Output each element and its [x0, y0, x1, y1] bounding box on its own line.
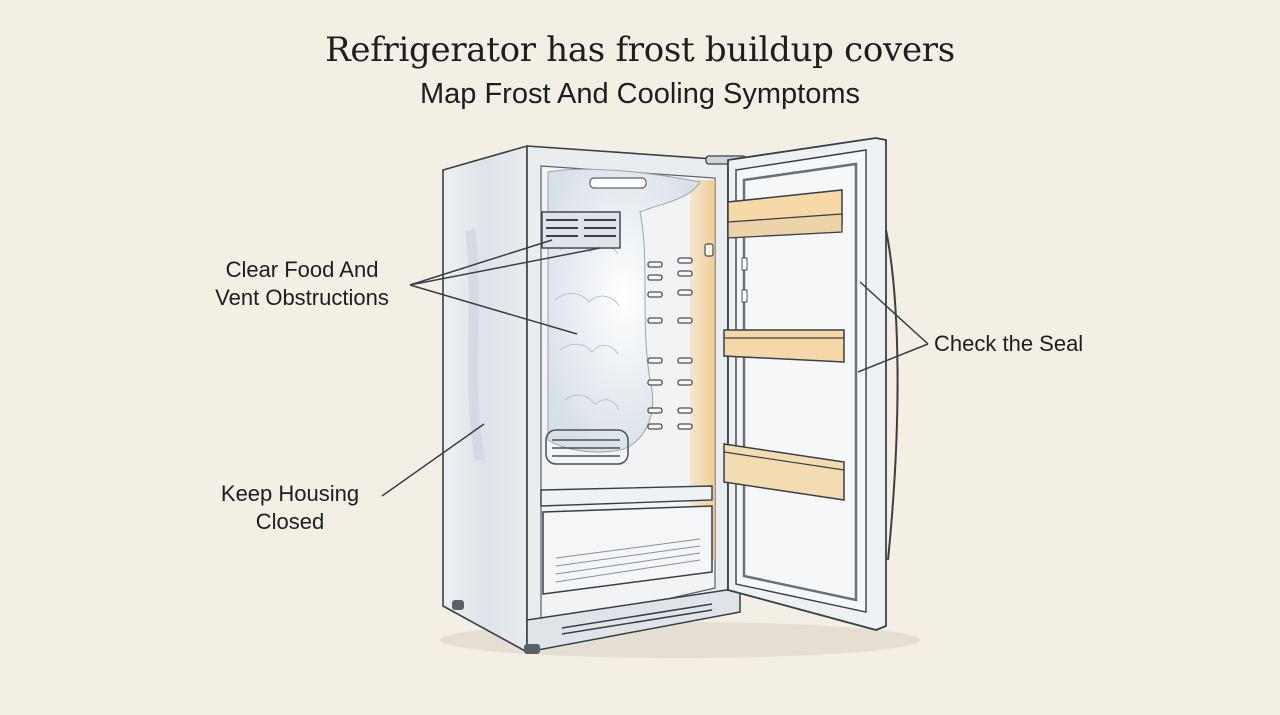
door-handle [885, 229, 899, 561]
label-line: Clear Food And [225, 257, 379, 282]
cabinet-side-panel [442, 144, 528, 654]
vent-grille [541, 211, 621, 249]
callout-lines [381, 239, 929, 497]
label-line: Closed [255, 509, 325, 534]
evaporator-coil [545, 429, 629, 465]
door-bin-top [727, 189, 843, 239]
callout-line-clear-frost [409, 284, 578, 335]
label-line: Vent Obstructions [215, 285, 389, 310]
crisper-drawer [542, 505, 713, 595]
callout-line-keep-housing [381, 423, 485, 497]
interior-light-glow [690, 180, 715, 562]
label-check-the-seal: Check the Seal [934, 331, 1084, 356]
glass-shelf [540, 485, 713, 507]
interior-light [589, 177, 647, 189]
thermostat-knob [704, 243, 714, 257]
callout-line-clear-frost-top [409, 247, 601, 286]
foot [524, 644, 540, 654]
diagram-subtitle: Map Frost And Cooling Symptoms [419, 78, 860, 110]
door-gasket [742, 162, 858, 602]
label-keep-housing-closed: Keep Housing Closed [200, 480, 380, 536]
diagram-title: Refrigerator has frost buildup covers [325, 30, 955, 70]
door-bin-middle [723, 329, 845, 363]
kickplate [526, 587, 741, 653]
callout-line-clear-vent [409, 239, 553, 286]
shelf-rails [647, 257, 693, 430]
label-clear-food-and-vent-obstructions: Clear Food And Vent Obstructions [190, 256, 414, 312]
callout-line-seal-bottom [857, 343, 929, 373]
callout-line-seal-top [859, 281, 929, 345]
foot [452, 600, 464, 610]
door-bin-bottom [723, 443, 845, 501]
label-line: Keep Housing [220, 481, 360, 506]
